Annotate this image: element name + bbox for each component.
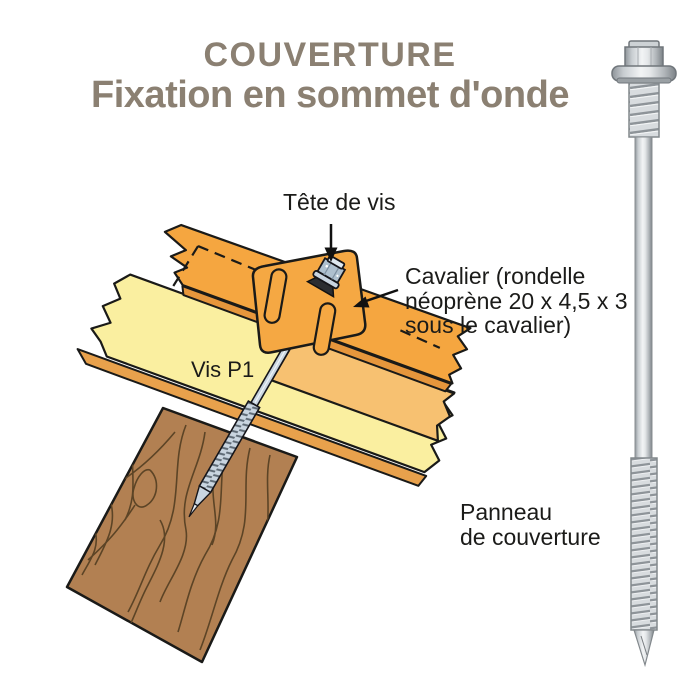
arrow-cavalier xyxy=(353,288,399,308)
label-panneau-line1: Panneau xyxy=(460,499,553,525)
label-vis-p1: Vis P1 xyxy=(191,357,255,382)
cavalier-slot-left xyxy=(263,268,288,324)
page-title-line1: COUVERTURE xyxy=(203,36,457,74)
wood-purlin xyxy=(65,406,299,664)
cavalier-slot-right xyxy=(312,302,337,356)
screw-photo-threads xyxy=(630,457,658,631)
overlap-sheet xyxy=(270,335,456,442)
page-title-line2: Fixation en sommet d'onde xyxy=(91,74,569,116)
label-panneau-de-couverture: Panneau de couverture xyxy=(460,500,601,549)
label-cavalier-line1: Cavalier (rondelle xyxy=(405,263,586,289)
wood-grain-lines xyxy=(81,424,271,653)
arrow-tete-de-vis xyxy=(324,224,338,262)
screw-point xyxy=(188,502,199,518)
screw-photo-underhead-threads xyxy=(628,82,660,138)
screw-photo-hex-head xyxy=(624,46,664,69)
label-tete-de-vis: Tête de vis xyxy=(283,189,396,215)
screw-photo-shank xyxy=(634,136,653,459)
product-screw-photo xyxy=(611,40,677,668)
label-cavalier-line3: sous le cavalier) xyxy=(405,312,572,338)
label-cavalier-line2: néoprène 20 x 4,5 x 3 xyxy=(405,287,628,314)
label-panneau-line2: de couverture xyxy=(460,523,601,550)
label-cavalier: Cavalier (rondelle néoprène 20 x 4,5 x 3… xyxy=(405,264,628,338)
screw-photo-drill-point xyxy=(633,629,655,668)
